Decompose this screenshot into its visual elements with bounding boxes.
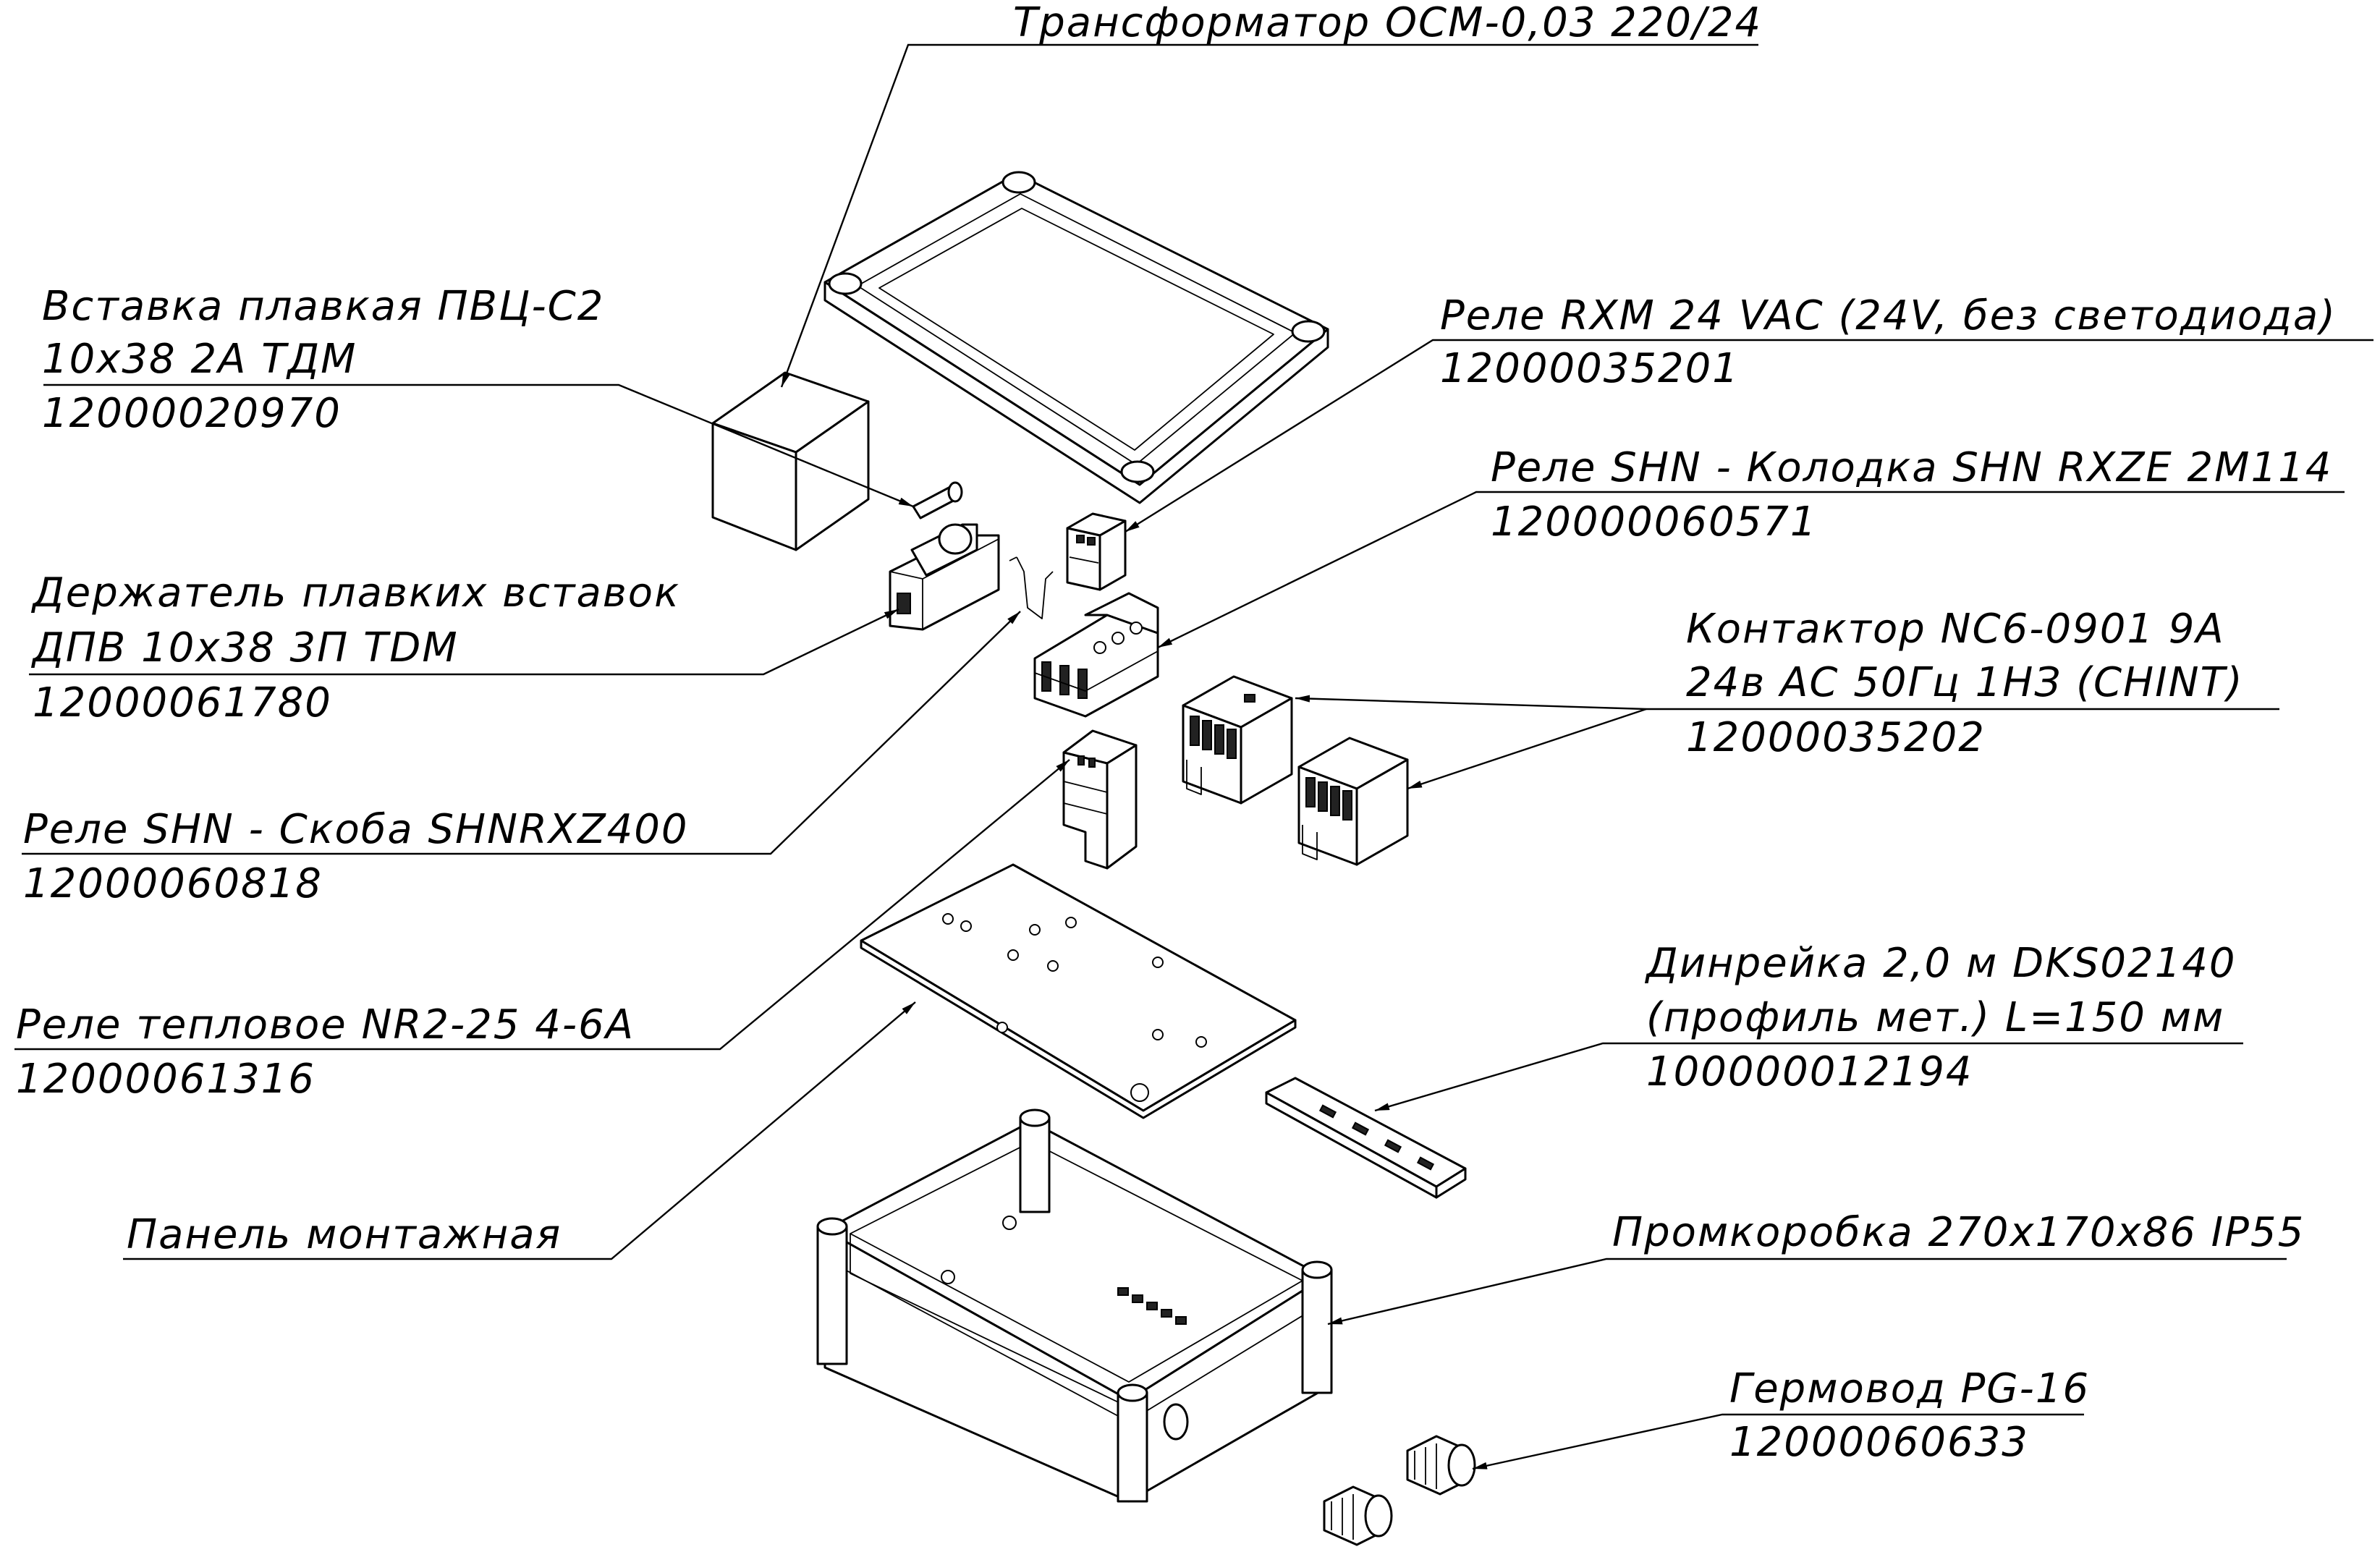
enclosure-part [816,1108,1333,1503]
cable-gland-label: Гермовод PG-16 [1729,1365,2090,1412]
contactor-code: 12000035202 [1686,714,1986,761]
callout-relay-rxm: Реле RXM 24 VAC (24V, без светодиода) 12… [1440,292,2337,392]
fuse-holder-code: 12000061780 [33,679,332,726]
callout-relay-socket: Реле SHN - Колодка SHN RXZE 2M114 120000… [1491,444,2332,546]
contactor-label-line2: 24в АС 50Гц 1НЗ (CHINT) [1686,659,2244,706]
callout-thermal-relay: Реле тепловое NR2-25 4-6А 12000061316 [16,1001,635,1103]
relay-rxm-part [1066,512,1127,591]
leader-lines [14,43,2373,1470]
fuse-label-line1: Вставка плавкая ПВЦ-С2 [42,283,604,330]
cable-gland-part-2 [1323,1485,1393,1546]
cable-gland-code: 12000060633 [1729,1419,2029,1466]
thermal-relay-code: 12000061316 [16,1056,316,1103]
callout-enclosure: Промкоробка 270х170х86 IP55 [1612,1209,2305,1256]
fuse-part [912,481,963,520]
relay-clip-code: 12000060818 [23,860,323,907]
thermal-relay-label: Реле тепловое NR2-25 4-6А [16,1001,635,1048]
contactor-part-2 [1297,737,1409,866]
thermal-relay-part [1062,729,1138,870]
fuse-code: 12000020970 [42,390,342,437]
din-rail-label-line2: (профиль мет.) L=150 мм [1646,994,2224,1041]
callout-din-rail: Динрейка 2,0 м DKS02140 (профиль мет.) L… [1644,940,2237,1095]
callout-fuse-holder: Держатель плавких вставок ДПВ 10х38 3П T… [30,569,680,726]
relay-rxm-label: Реле RXM 24 VAC (24V, без светодиода) [1440,292,2337,339]
transformer-part [711,371,870,551]
relay-socket-code: 120000060571 [1491,499,1818,546]
fuse-holder-part [889,523,1000,631]
relay-socket-label: Реле SHN - Колодка SHN RXZE 2M114 [1491,444,2332,491]
fuse-label-line2: 10х38 2А ТДМ [42,336,357,383]
callout-contactor: Контактор NC6-0901 9А 24в АС 50Гц 1НЗ (C… [1686,606,2244,761]
callout-fuse: Вставка плавкая ПВЦ-С2 10х38 2А ТДМ 1200… [42,283,604,437]
fuse-holder-label-line2: ДПВ 10х38 3П TDM [30,624,459,671]
transformer-label: Трансформатор ОСМ-0,03 220/24 [1013,0,1762,46]
fuse-holder-label-line1: Держатель плавких вставок [30,569,680,616]
din-rail-code: 100000012194 [1646,1048,1973,1095]
relay-clip-part [1009,556,1054,619]
enclosure-label: Промкоробка 270х170х86 IP55 [1612,1209,2305,1256]
callout-mount-panel: Панель монтажная [127,1211,562,1258]
mounting-panel-part [860,863,1297,1119]
relay-rxm-code: 12000035201 [1440,345,1740,392]
callout-transformer: Трансформатор ОСМ-0,03 220/24 [1013,0,1762,46]
din-rail-part [1265,1077,1467,1199]
relay-clip-label: Реле SHN - Скоба SHNRXZ400 [23,806,689,853]
callout-relay-clip: Реле SHN - Скоба SHNRXZ400 12000060818 [23,806,689,907]
din-rail-label-line1: Динрейка 2,0 м DKS02140 [1644,940,2237,987]
lid [823,171,1329,504]
cable-gland-part-1 [1406,1435,1476,1496]
contactor-label-line1: Контактор NC6-0901 9А [1686,606,2225,653]
relay-socket-part [1033,592,1159,718]
contactor-part-1 [1182,675,1293,805]
mount-panel-label: Панель монтажная [127,1211,562,1258]
callout-cable-gland: Гермовод PG-16 12000060633 [1729,1365,2090,1466]
